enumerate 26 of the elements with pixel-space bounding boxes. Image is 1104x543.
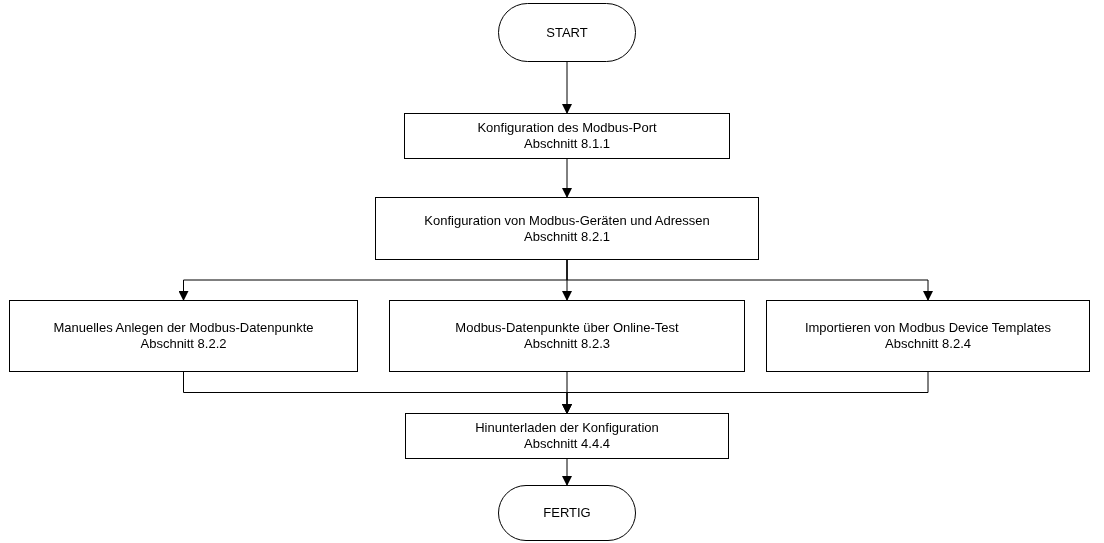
step-title: START xyxy=(546,24,588,41)
process-box xyxy=(375,197,759,260)
step-title: Importieren von Modbus Device Templates xyxy=(804,320,1052,336)
arrow xyxy=(562,371,929,414)
arrow xyxy=(562,61,572,114)
section-reference: Abschnitt 8.2.4 xyxy=(885,336,971,352)
arrow xyxy=(562,158,572,198)
step-title: Manuelles Anlegen der Modbus-Datenpunkte xyxy=(53,320,314,336)
step-title: Hinunterladen der Konfiguration xyxy=(475,420,659,436)
step-title: Konfiguration des Modbus-Port xyxy=(477,120,657,136)
step-title: Konfiguration von Modbus-Geräten und Adressen xyxy=(424,212,710,229)
terminal-shape xyxy=(498,485,636,541)
arrow xyxy=(562,458,572,486)
process-box xyxy=(405,413,729,459)
step-title: FERTIG xyxy=(543,505,591,521)
process-box xyxy=(389,300,745,372)
section-reference: Abschnitt 8.1.1 xyxy=(524,136,610,152)
process-box xyxy=(766,300,1090,372)
arrow xyxy=(566,259,933,301)
section-reference: Abschnitt 8.2.2 xyxy=(140,336,227,352)
section-reference: Abschnitt 8.2.3 xyxy=(524,336,610,352)
section-reference: Abschnitt 8.2.1 xyxy=(524,228,610,245)
process-box xyxy=(404,113,730,159)
process-box xyxy=(9,300,358,372)
section-reference: Abschnitt 4.4.4 xyxy=(524,436,610,452)
step-title: Modbus-Datenpunkte über Online-Test xyxy=(455,320,679,336)
